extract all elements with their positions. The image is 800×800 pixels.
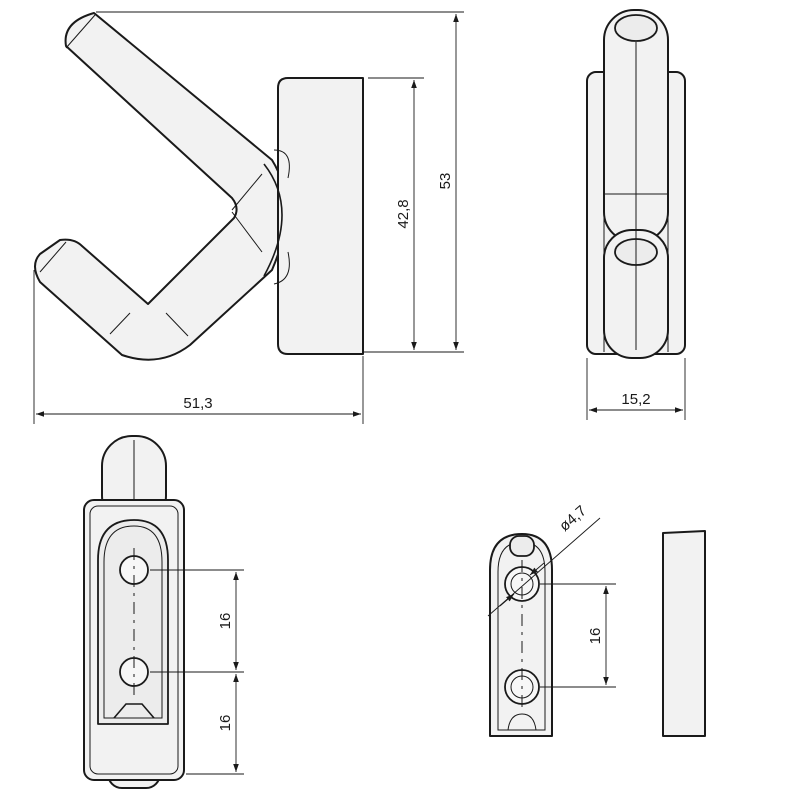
side-view: 53 42,8 51,3 xyxy=(33,11,464,424)
hook-upper-joint-edge xyxy=(231,173,263,211)
dim-arrow-diameter-lower xyxy=(499,593,515,607)
dim-depth-label: 15,2 xyxy=(621,391,650,408)
back-recess-inner xyxy=(103,525,163,719)
mounting-plate-top-tab xyxy=(509,535,535,557)
hook-bend-edge-1 xyxy=(109,312,131,335)
front-view: 15,2 xyxy=(586,9,686,420)
plate-profile-view xyxy=(662,530,706,737)
hook-bend-edge-2 xyxy=(165,312,189,337)
plate-profile xyxy=(662,530,706,737)
dim-overall-height-label: 53 xyxy=(437,173,454,190)
hook-joint-curve xyxy=(263,163,283,277)
hook-tip-edge xyxy=(65,14,96,49)
dim-hole-spacing-upper-label: 16 xyxy=(217,613,234,630)
hook-body xyxy=(34,12,287,361)
back-recess xyxy=(97,519,169,725)
hook-joint-curve-lower xyxy=(273,251,290,285)
base-plate xyxy=(277,77,364,355)
mounting-plate-view: ø4,7 16 xyxy=(487,502,616,737)
hook-joint-curve-inner xyxy=(273,149,290,179)
dim-hole-spacing-lower-label: 16 xyxy=(217,715,234,732)
back-recess-notch xyxy=(113,703,155,719)
dim-overall-width-label: 51,3 xyxy=(183,395,212,412)
dim-hole-spacing-small-label: 16 xyxy=(587,628,604,645)
hook-lower-joint-edge xyxy=(231,211,263,253)
dim-arrow-diameter-upper xyxy=(529,562,545,576)
mounting-plate-bottom-notch xyxy=(507,713,537,731)
back-plate-inner-edge xyxy=(89,505,179,775)
back-view: 16 16 xyxy=(83,435,244,789)
dim-base-height-label: 42,8 xyxy=(395,199,412,228)
front-upper-arm-tip xyxy=(614,14,658,42)
dim-hole-diameter-label: ø4,7 xyxy=(556,502,590,535)
hook-lower-tip-edge xyxy=(39,241,67,273)
